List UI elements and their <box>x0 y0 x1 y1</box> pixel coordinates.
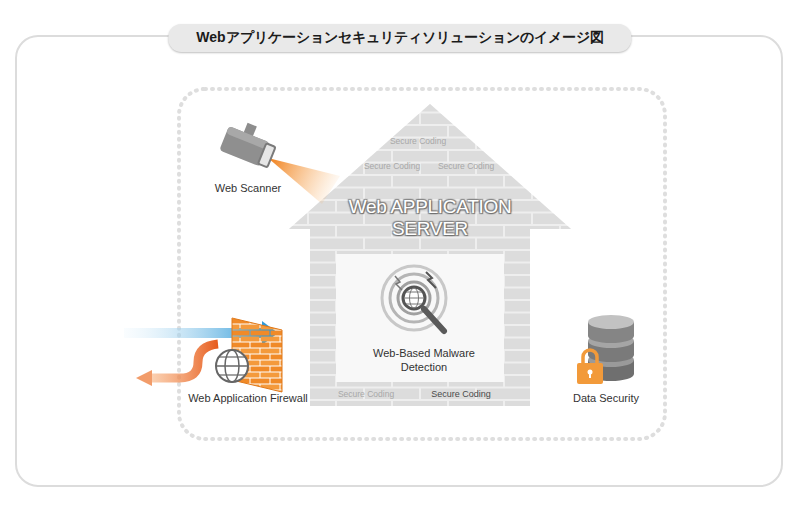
outer-frame <box>16 36 782 486</box>
house-shape <box>289 104 571 406</box>
camera-icon <box>219 117 280 169</box>
malware-radar-icon <box>382 266 446 331</box>
server-house: Web APPLICATION SERVERWeb-Based Malware … <box>290 196 570 270</box>
brick-label: Secure Coding <box>364 161 420 171</box>
brick-label: Secure Coding <box>431 389 491 399</box>
malware-detection: Web-Based Malware Detection <box>354 346 494 376</box>
icon-caption: Web Scanner <box>198 181 298 197</box>
icon-caption: Web Application Firewall <box>188 391 308 407</box>
lock-icon <box>577 350 603 384</box>
dotted-frame <box>179 89 665 439</box>
server-title: Web APPLICATION SERVER <box>325 196 535 240</box>
node-label: Data Security <box>556 391 656 405</box>
node-label: Web Application Firewall <box>188 391 308 405</box>
diagram-title: Webアプリケーションセキュリティソリューションのイメージ図 <box>168 24 631 52</box>
node-label: Web-Based Malware Detection <box>354 346 494 374</box>
icon-caption: Data Security <box>556 391 656 407</box>
firewall-icon <box>124 318 282 392</box>
brick-label: Secure Coding <box>390 136 446 146</box>
scanner-beam <box>268 158 340 204</box>
node-label: Web Scanner <box>198 181 298 195</box>
brick-label: Secure Coding <box>338 389 394 399</box>
brick-label: Secure Coding <box>438 161 494 171</box>
